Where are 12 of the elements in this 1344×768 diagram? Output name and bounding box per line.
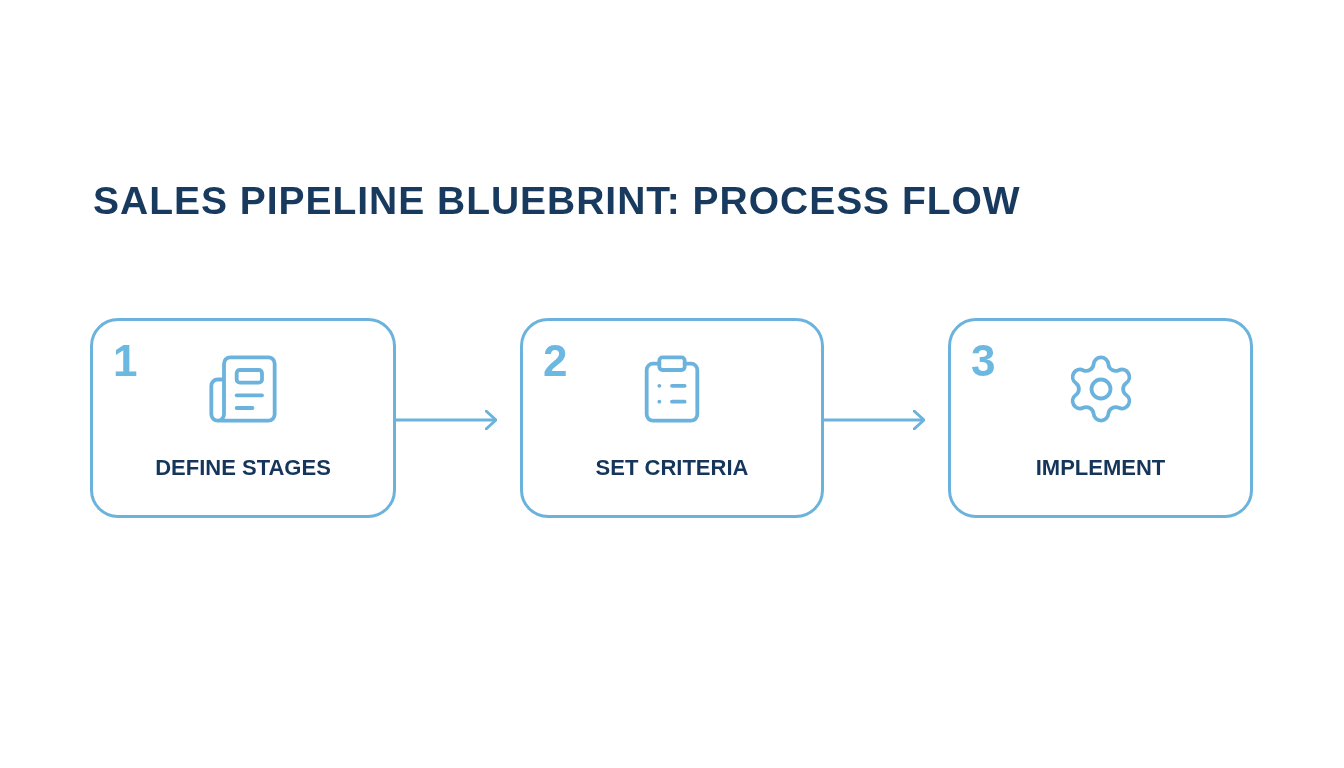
step-box — [948, 318, 1253, 518]
step-label: DEFINE STAGES — [154, 454, 332, 482]
diagram-title: SALES PIPELINE BLUEBRINT: PROCESS FLOW — [93, 178, 1021, 224]
step-box — [520, 318, 824, 518]
arrow — [824, 409, 926, 431]
step-number: 2 — [543, 339, 568, 383]
step-number: 1 — [113, 339, 138, 383]
step-label: IMPLEMENT — [1034, 454, 1167, 482]
step-box — [90, 318, 396, 518]
step-number: 3 — [971, 339, 996, 383]
arrow — [396, 409, 498, 431]
step-label: SET CRITERIA — [594, 454, 750, 482]
